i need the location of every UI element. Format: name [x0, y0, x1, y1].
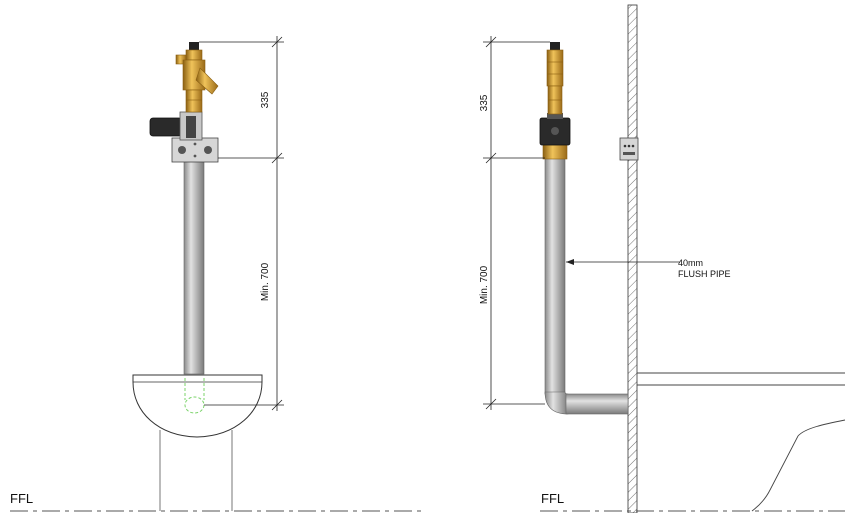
wall-bracket-front — [171, 137, 219, 163]
toilet-pan-side — [637, 372, 846, 512]
dimension-label-front-bottom: Min. 700 — [260, 262, 271, 301]
control-box-icon — [619, 137, 639, 161]
pipe-leader-arrow — [566, 259, 680, 265]
flush-pipe-front — [183, 157, 205, 375]
pipe-coupling-side — [542, 144, 568, 160]
toilet-pan-front — [132, 374, 263, 511]
front-view: 335 Min. 700 — [132, 36, 284, 511]
dimension-lines-side — [483, 36, 550, 410]
dimension-lines-front — [199, 36, 284, 411]
dimension-label-front-top: 335 — [260, 91, 271, 108]
solenoid-valve-front — [149, 111, 203, 141]
dimension-label-side-bottom: Min. 700 — [479, 265, 490, 304]
ffl-label-right: FFL — [541, 491, 564, 506]
strainer-valve-side — [546, 42, 564, 115]
strainer-valve-front — [175, 42, 219, 113]
dimension-label-side-top: 335 — [479, 94, 490, 111]
solenoid-valve-side — [539, 113, 571, 146]
pipe-name-note: FLUSH PIPE — [678, 269, 731, 279]
pipe-size-note: 40mm — [678, 258, 703, 268]
side-view: 335 Min. 700 40mm FLUSH PIPE — [479, 4, 846, 514]
wall-section — [627, 4, 638, 514]
ffl-label-left: FFL — [10, 491, 33, 506]
flush-pipe-side — [544, 157, 629, 415]
